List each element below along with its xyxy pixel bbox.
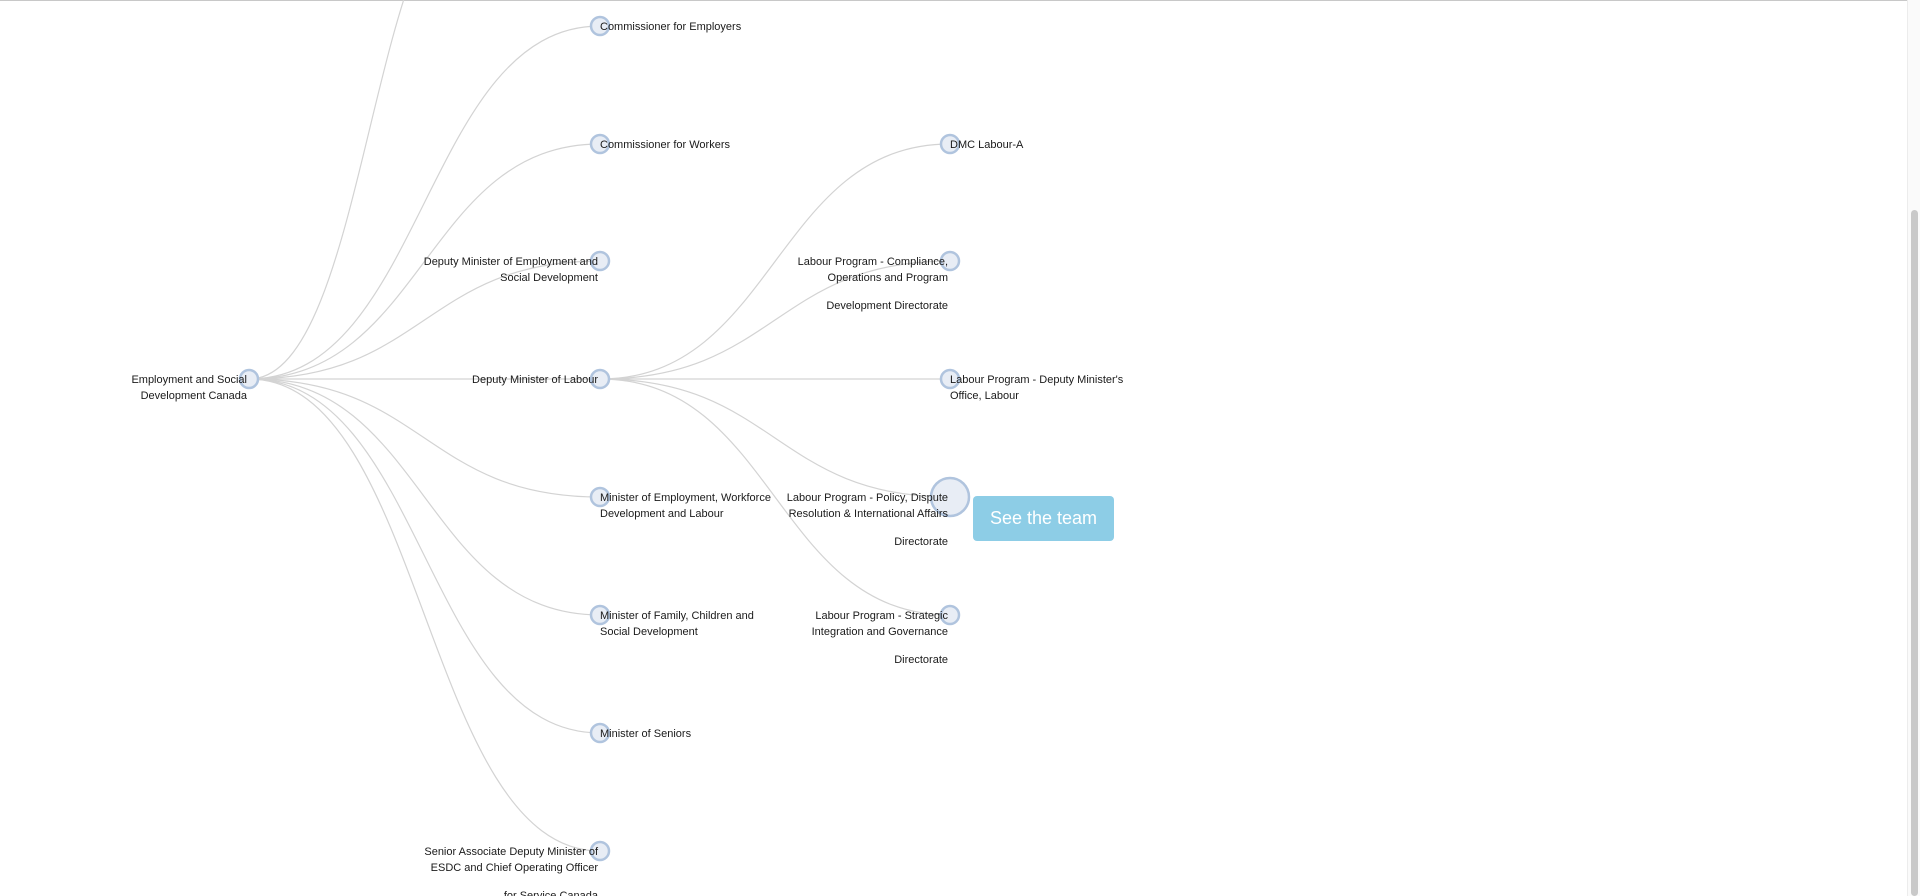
node-label: Operations and Program [828, 272, 948, 284]
tree-node-comm-workers[interactable]: Commissioner for Workers [589, 133, 730, 155]
vertical-scrollbar[interactable] [1907, 0, 1920, 896]
node-label: Development Directorate [826, 300, 948, 312]
node-label: Social Development [600, 626, 698, 638]
edge-dmlabour-lp-copd [599, 260, 951, 380]
see-the-team-button[interactable]: See the team [973, 496, 1114, 541]
tree-node-dmc-labour[interactable]: DMC Labour-A [939, 133, 1024, 155]
tree-node-lp-pdria[interactable]: Labour Program - Policy, DisputeResoluti… [787, 476, 971, 548]
tree-node-comm-employers[interactable]: Commissioner for Employers [589, 15, 742, 37]
edge-dmlabour-dmc-labour [599, 143, 951, 380]
node-label: ESDC and Chief Operating Officer [431, 862, 599, 874]
node-circle[interactable] [589, 250, 611, 272]
node-circle[interactable] [589, 722, 611, 744]
edge-root-dm-esd [248, 260, 601, 380]
node-label: Minister of Seniors [600, 728, 692, 740]
node-label: DMC Labour-A [950, 139, 1024, 151]
node-label: Senior Associate Deputy Minister of [424, 846, 599, 858]
node-label: Office, Labour [950, 390, 1019, 402]
edge-root-min-ewdl [248, 378, 601, 498]
tree-node-dm-esd[interactable]: Deputy Minister of Employment andSocial … [424, 250, 611, 284]
node-circle[interactable] [589, 486, 611, 508]
tree-node-sadm-esdc[interactable]: Senior Associate Deputy Minister of ESDC … [424, 840, 611, 896]
edge-dmlabour-lp-sig [599, 378, 951, 616]
edge-root-min-seniors [248, 378, 601, 734]
node-label: Deputy Minister of Employment and [424, 256, 598, 268]
edge-root-min-fcsd [248, 378, 601, 616]
node-label: Employment and Social [131, 374, 247, 386]
edge-root-comm-workers [248, 143, 601, 380]
node-label: Labour Program - Strategic [815, 610, 948, 622]
node-label: Integration and Governance [812, 626, 948, 638]
node-circle[interactable] [589, 604, 611, 626]
node-label: for Service Canada [504, 890, 599, 896]
node-label: Labour Program - Policy, Dispute [787, 492, 948, 504]
node-circle[interactable] [939, 368, 961, 390]
edge-root-comm-employers [248, 25, 601, 380]
edge-dmlabour-lp-pdria [599, 378, 951, 498]
tree-node-min-ewdl[interactable]: Minister of Employment, WorkforceDevelop… [589, 486, 771, 520]
node-label: Minister of Employment, Workforce [600, 492, 771, 504]
top-border [0, 0, 1920, 1]
scrollbar-thumb[interactable] [1911, 210, 1918, 896]
tree-node-dm-labour[interactable]: Deputy Minister of Labour [472, 368, 611, 390]
node-label: Resolution & International Affairs [789, 508, 949, 520]
node-label: Labour Program - Deputy Minister's [950, 374, 1124, 386]
node-label: Social Development [500, 272, 598, 284]
node-label: Commissioner for Employers [600, 21, 742, 33]
node-circle[interactable] [589, 840, 611, 862]
node-label: Labour Program - Compliance, [798, 256, 948, 268]
node-label: Development and Labour [600, 508, 724, 520]
node-circle[interactable] [589, 15, 611, 37]
node-circle[interactable] [939, 604, 961, 626]
node-circle[interactable] [589, 368, 611, 390]
node-label: Directorate [894, 536, 948, 548]
edge-offscreen [248, 0, 405, 380]
node-circle[interactable] [929, 476, 971, 518]
edge-root-sadm-esdc [248, 378, 601, 852]
tree-node-lp-dmo[interactable]: Labour Program - Deputy Minister'sOffice… [939, 368, 1124, 402]
tree-edges [248, 0, 951, 852]
node-label: Directorate [894, 654, 948, 666]
tree-node-min-seniors[interactable]: Minister of Seniors [589, 722, 692, 744]
node-label: Minister of Family, Children and [600, 610, 754, 622]
node-circle[interactable] [238, 368, 260, 390]
node-label: Commissioner for Workers [600, 139, 730, 151]
node-circle[interactable] [589, 133, 611, 155]
node-circle[interactable] [939, 133, 961, 155]
node-label: Development Canada [141, 390, 248, 402]
tree-node-lp-copd[interactable]: Labour Program - Compliance, Operations a… [798, 250, 961, 312]
node-label: Deputy Minister of Labour [472, 374, 598, 386]
node-circle[interactable] [939, 250, 961, 272]
